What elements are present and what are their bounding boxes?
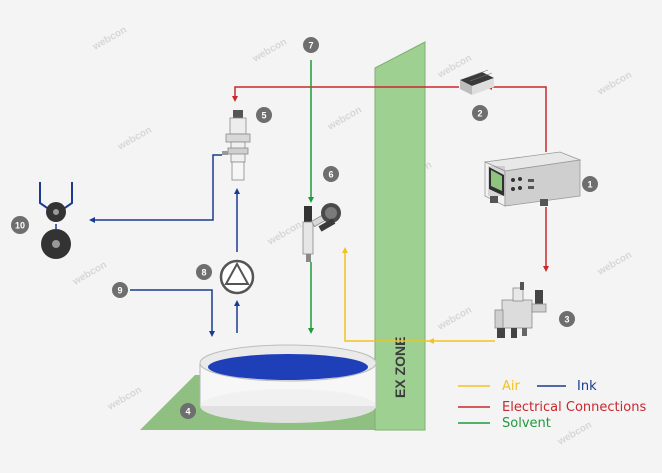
arrowhead: [342, 247, 348, 253]
arrowhead: [234, 188, 240, 194]
watermark: webcon: [325, 104, 364, 133]
watermark: webcon: [105, 384, 144, 413]
badge-10: 10: [11, 216, 29, 234]
badge-5: 5: [256, 107, 272, 123]
arrowhead: [543, 266, 549, 272]
badge-label: 9: [117, 286, 122, 296]
badge-2: 2: [472, 105, 488, 121]
watermark: webcon: [90, 24, 129, 53]
badge-3: 3: [559, 311, 575, 327]
badge-label: 1: [587, 180, 592, 190]
legend-label-ink: Ink: [577, 379, 597, 394]
arrowhead: [234, 300, 240, 306]
watermark: webcon: [115, 124, 154, 153]
spray-gun-icon: [302, 203, 341, 262]
legend-label-solvent: Solvent: [502, 416, 551, 431]
watermark: webcon: [555, 419, 594, 448]
legend: Air Ink Electrical Connections Solvent: [458, 379, 646, 431]
badge-label: 7: [308, 41, 313, 51]
ink-line: [95, 154, 222, 221]
arrowhead: [428, 338, 434, 344]
watermark: webcon: [70, 259, 109, 288]
electrical-line: [491, 86, 547, 152]
arrowhead: [308, 328, 314, 334]
legend-label-air: Air: [502, 379, 521, 394]
badge-label: 2: [477, 109, 482, 119]
roller-icon: [39, 182, 73, 259]
badge-label: 6: [328, 170, 333, 180]
badge-1: 1: [582, 176, 598, 192]
watermark: webcon: [265, 219, 304, 248]
watermark: webcon: [595, 249, 634, 278]
badge-label: 8: [201, 268, 206, 278]
badge-9: 9: [112, 282, 128, 298]
badge-label: 4: [185, 407, 190, 417]
power-supply-icon: [460, 69, 494, 95]
badge-label: 3: [564, 315, 569, 325]
badge-4: 4: [180, 403, 196, 419]
arrowhead: [209, 331, 215, 337]
ink-tank-icon: [199, 344, 377, 423]
arrowhead: [232, 96, 238, 102]
electrical-line: [234, 86, 459, 97]
watermark: webcon: [595, 69, 634, 98]
ink-line: [130, 289, 213, 331]
watermark: webcon: [435, 304, 474, 333]
valve-icon: [222, 110, 251, 181]
ex-zone-wall: [374, 41, 426, 431]
badge-label: 5: [261, 111, 266, 121]
badge-7: 7: [303, 37, 319, 53]
pump-icon: [219, 259, 255, 295]
watermark: webcon: [435, 52, 474, 81]
watermark: webcon: [250, 36, 289, 65]
legend-label-electrical: Electrical Connections: [502, 400, 646, 415]
badge-6: 6: [323, 166, 339, 182]
arrowhead: [89, 217, 95, 223]
controller-icon: [483, 151, 582, 207]
badge-label: 10: [15, 221, 25, 231]
badge-8: 8: [196, 264, 212, 280]
ex-zone-label: EX ZONE: [392, 337, 408, 398]
pressure-regulator-icon: [494, 282, 547, 338]
air-line: [344, 253, 495, 342]
arrowhead: [308, 197, 314, 203]
